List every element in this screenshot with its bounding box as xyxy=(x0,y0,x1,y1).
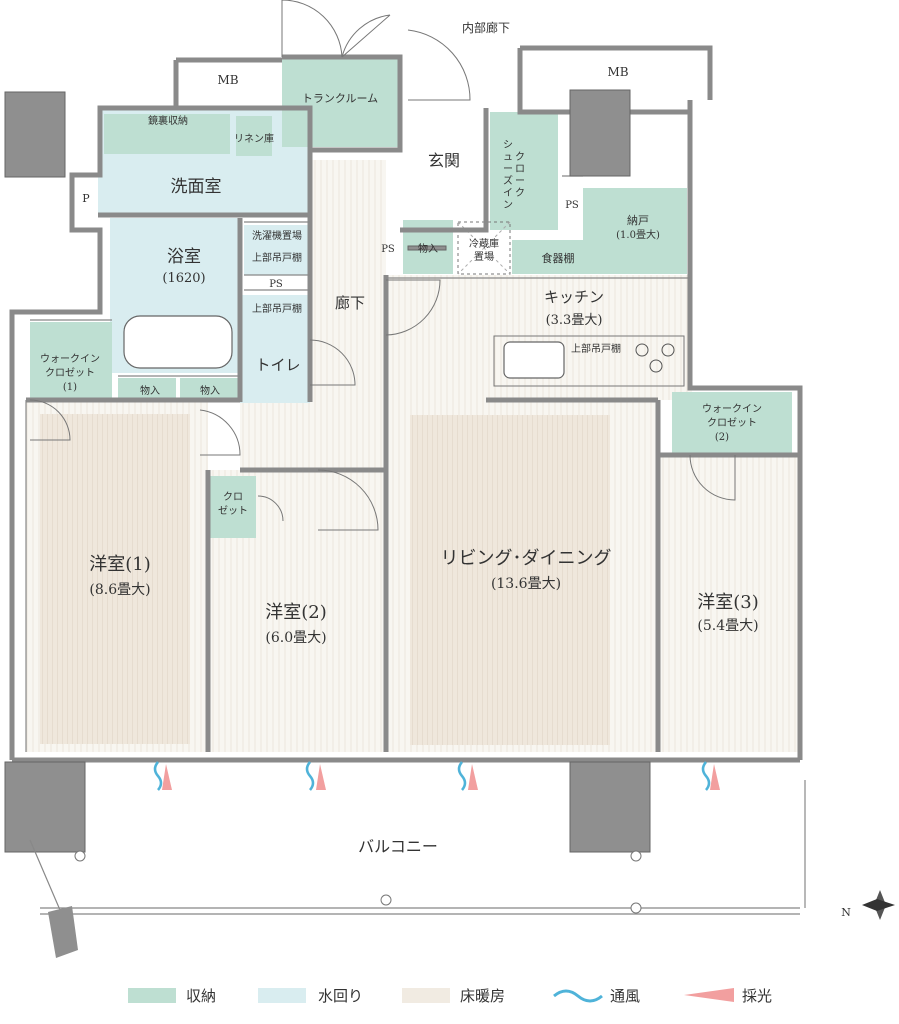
balcony-rail xyxy=(29,780,806,915)
label-storage-s: 物入 xyxy=(418,242,438,255)
ldk-heating xyxy=(410,415,610,745)
washer-area xyxy=(244,225,310,275)
svg-text:ズ: ズ xyxy=(503,174,513,187)
walls xyxy=(9,45,803,763)
wic1-area xyxy=(30,322,112,398)
columns xyxy=(4,89,651,853)
svg-text:ー: ー xyxy=(503,164,513,175)
label-north: N xyxy=(841,906,851,919)
label-washroom: 洗面室 xyxy=(171,177,222,197)
room3-floor xyxy=(658,455,798,752)
label-inner-corridor: 内部廊下 xyxy=(462,20,510,35)
label-balcony: バルコニー xyxy=(358,837,438,856)
legend-label-floor-heating: 床暖房 xyxy=(460,987,506,1005)
label-wic1-3: (1) xyxy=(63,382,77,393)
svg-text:ロ: ロ xyxy=(515,164,525,175)
label-nando-size: (1.0畳大) xyxy=(616,228,660,241)
label-ps-1: PS xyxy=(269,279,283,290)
label-fridge-2: 置場 xyxy=(474,250,494,263)
label-mono1: 物入 xyxy=(140,384,160,397)
label-trunk-room: トランクルーム xyxy=(302,92,378,105)
label-ceiling-storage: 鏡裏収納 xyxy=(148,114,188,127)
thin-lines xyxy=(25,175,690,752)
label-closet-1: クロ xyxy=(223,491,243,503)
label-linen: リネン庫 xyxy=(234,132,274,145)
legend-swatch-storage xyxy=(128,988,176,1003)
label-mb-right: MB xyxy=(607,65,628,79)
ventilation-arrows xyxy=(153,761,711,791)
label-ps-3: PS xyxy=(565,200,579,211)
daylight-marks xyxy=(162,764,720,790)
label-shoe-closet: シ ュ ー ズ イ ン ク ロ ー ク xyxy=(503,140,525,211)
label-p: P xyxy=(82,192,90,205)
stove-icon xyxy=(635,343,675,373)
trunk-room-area xyxy=(282,57,400,147)
svg-text:イ: イ xyxy=(503,188,513,199)
legend-swatch-floor-heating xyxy=(402,988,450,1003)
north-compass-icon xyxy=(862,890,895,920)
shoe-closet-area xyxy=(490,112,558,230)
svg-text:ク: ク xyxy=(515,151,525,163)
svg-text:ン: ン xyxy=(503,200,513,211)
label-room2: 洋室(2) xyxy=(265,602,327,623)
label-wic2-2: クロゼット xyxy=(707,417,757,429)
ceiling-storage-area xyxy=(104,114,230,154)
bathtub xyxy=(123,315,233,369)
kitchen-sink xyxy=(503,341,565,379)
toilet-area xyxy=(240,295,310,403)
label-room1-size: (8.6畳大) xyxy=(89,582,150,598)
label-corridor: 廊下 xyxy=(335,294,365,312)
hall-floor xyxy=(240,400,386,470)
label-washer: 洗濯機置場 xyxy=(252,229,302,242)
legend-label-ventilation: 通風 xyxy=(610,987,641,1005)
label-room3-size: (5.4畳大) xyxy=(697,618,758,634)
legend-ventilation-icon xyxy=(553,989,603,1003)
label-room2-size: (6.0畳大) xyxy=(265,630,326,646)
linen-area xyxy=(236,116,272,156)
label-room1: 洋室(1) xyxy=(89,554,151,575)
label-kitchen-size: (3.3畳大) xyxy=(546,313,603,328)
legend-label-wet: 水回り xyxy=(318,987,364,1005)
label-upper-cab-2: 上部吊戸棚 xyxy=(252,302,302,315)
label-kitchen: キッチン xyxy=(544,288,604,306)
kitchen-floor xyxy=(386,275,692,400)
label-entrance: 玄関 xyxy=(428,151,460,170)
svg-text:シ: シ xyxy=(503,140,513,151)
drain-dots xyxy=(74,850,642,914)
label-ldk-size: (13.6畳大) xyxy=(491,576,561,592)
label-ldk: リビング･ダイニング xyxy=(441,548,612,569)
label-fridge-1: 冷蔵庫 xyxy=(469,237,499,250)
label-toilet: トイレ xyxy=(255,356,300,374)
label-dish-shelf: 食器棚 xyxy=(542,251,575,265)
label-room3: 洋室(3) xyxy=(697,592,759,613)
label-wic2-1: ウォークイン xyxy=(702,403,762,415)
kitchen-counter xyxy=(493,335,685,387)
label-wic2-3: (2) xyxy=(715,432,729,443)
label-wic1-1: ウォークイン xyxy=(40,353,100,365)
door-swings xyxy=(29,0,736,531)
balcony-step xyxy=(48,906,78,958)
svg-text:ュ: ュ xyxy=(503,152,513,163)
label-upper-cab-3: 上部吊戸棚 xyxy=(571,342,621,355)
legend-label-storage: 収納 xyxy=(186,987,217,1005)
label-upper-cab-1: 上部吊戸棚 xyxy=(252,251,302,264)
legend-label-daylight: 採光 xyxy=(742,987,773,1005)
label-closet-2: ゼット xyxy=(218,505,248,517)
legend-daylight-icon xyxy=(684,988,734,1002)
label-bath-size: (1620) xyxy=(162,271,205,286)
label-nando: 納戸 xyxy=(627,214,649,227)
wic2-area xyxy=(672,392,792,454)
label-mono2: 物入 xyxy=(200,384,220,397)
dish-shelf-area xyxy=(512,240,602,274)
label-bath: 浴室 xyxy=(167,247,201,267)
closet-area xyxy=(210,476,256,538)
legend-swatch-wet xyxy=(258,988,306,1003)
svg-text:ク: ク xyxy=(515,187,525,199)
room1-heating xyxy=(40,414,190,744)
svg-text:ー: ー xyxy=(515,176,525,187)
label-mb-left: MB xyxy=(217,73,238,87)
label-wic1-2: クロゼット xyxy=(45,367,95,379)
label-ps-2: PS xyxy=(381,244,395,255)
